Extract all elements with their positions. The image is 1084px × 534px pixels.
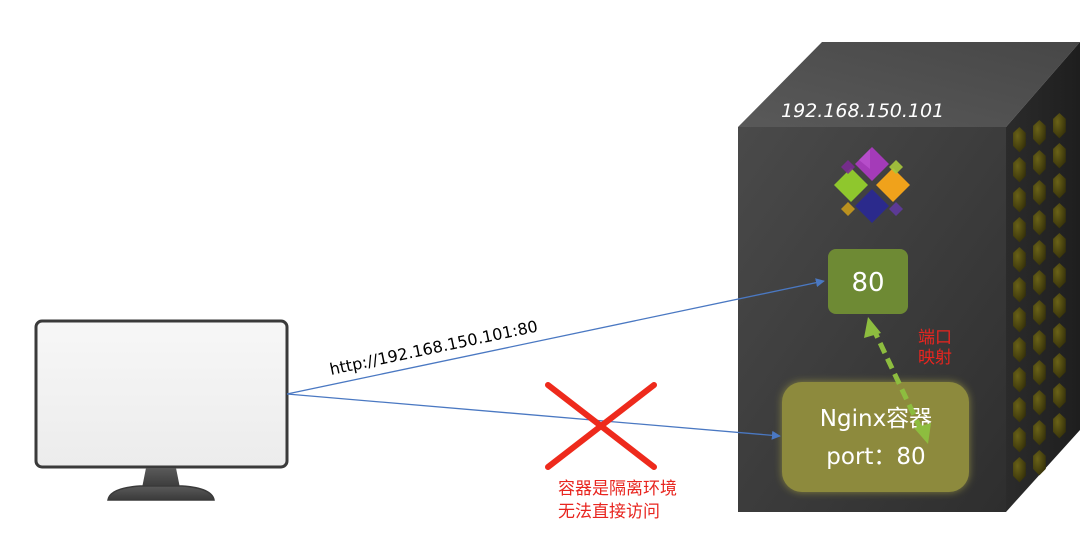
blocked-note: 容器是隔离环境 无法直接访问 <box>558 479 682 522</box>
nginx-container-box: Nginx容器 port：80 <box>782 382 969 492</box>
docker-logo-icon <box>834 147 910 223</box>
vent-hole <box>1033 390 1046 416</box>
vent-hole <box>1053 113 1066 139</box>
vent-hole <box>1033 210 1046 236</box>
vent-hole <box>1013 307 1026 333</box>
vent-hole <box>1033 150 1046 176</box>
vent-hole <box>1033 450 1046 476</box>
vent-hole <box>1013 157 1026 183</box>
monitor-neck <box>142 468 180 488</box>
vent-hole <box>1013 277 1026 303</box>
monitor-screen <box>34 319 289 469</box>
monitor-base <box>107 485 215 501</box>
vent-hole <box>1053 233 1066 259</box>
vent-hole <box>1013 187 1026 213</box>
vent-hole <box>1013 247 1026 273</box>
blocked-cross-icon <box>545 382 657 470</box>
vent-hole <box>1033 180 1046 206</box>
server-top-face <box>738 42 1080 127</box>
server-ip-label: 192.168.150.101 <box>781 100 944 122</box>
vent-hole <box>1053 143 1066 169</box>
vent-hole <box>1033 120 1046 146</box>
request-arrow-to-container <box>286 393 781 440</box>
server-box: 192.168.150.101 80 Nginx容器 port：80 <box>738 42 1080 512</box>
host-port-label: 80 <box>851 268 884 298</box>
ventilation-grille <box>1013 113 1066 483</box>
vent-hole <box>1013 337 1026 363</box>
vent-hole <box>1033 300 1046 326</box>
vent-hole <box>1013 127 1026 153</box>
vent-hole <box>1013 397 1026 423</box>
vent-hole <box>1053 263 1066 289</box>
vent-hole <box>1053 413 1066 439</box>
vent-hole <box>1053 353 1066 379</box>
container-port: port：80 <box>826 444 925 470</box>
vent-hole <box>1053 323 1066 349</box>
request-arrow-to-host-port <box>286 278 825 395</box>
vent-hole <box>1033 360 1046 386</box>
vent-hole <box>1033 270 1046 296</box>
vent-hole <box>1013 367 1026 393</box>
computer-monitor-icon <box>34 319 289 501</box>
vent-hole <box>1053 383 1066 409</box>
vent-hole <box>1053 173 1066 199</box>
vent-hole <box>1033 420 1046 446</box>
vent-hole <box>1013 427 1026 453</box>
vent-hole <box>1033 330 1046 356</box>
host-port-box: 80 <box>828 249 908 314</box>
vent-hole <box>1013 457 1026 483</box>
vent-hole <box>1053 203 1066 229</box>
port-mapping-note: 端口 映射 <box>918 328 957 368</box>
vent-hole <box>1013 217 1026 243</box>
port-mapping-arrow <box>864 317 931 444</box>
vent-hole <box>1053 293 1066 319</box>
vent-hole <box>1033 240 1046 266</box>
